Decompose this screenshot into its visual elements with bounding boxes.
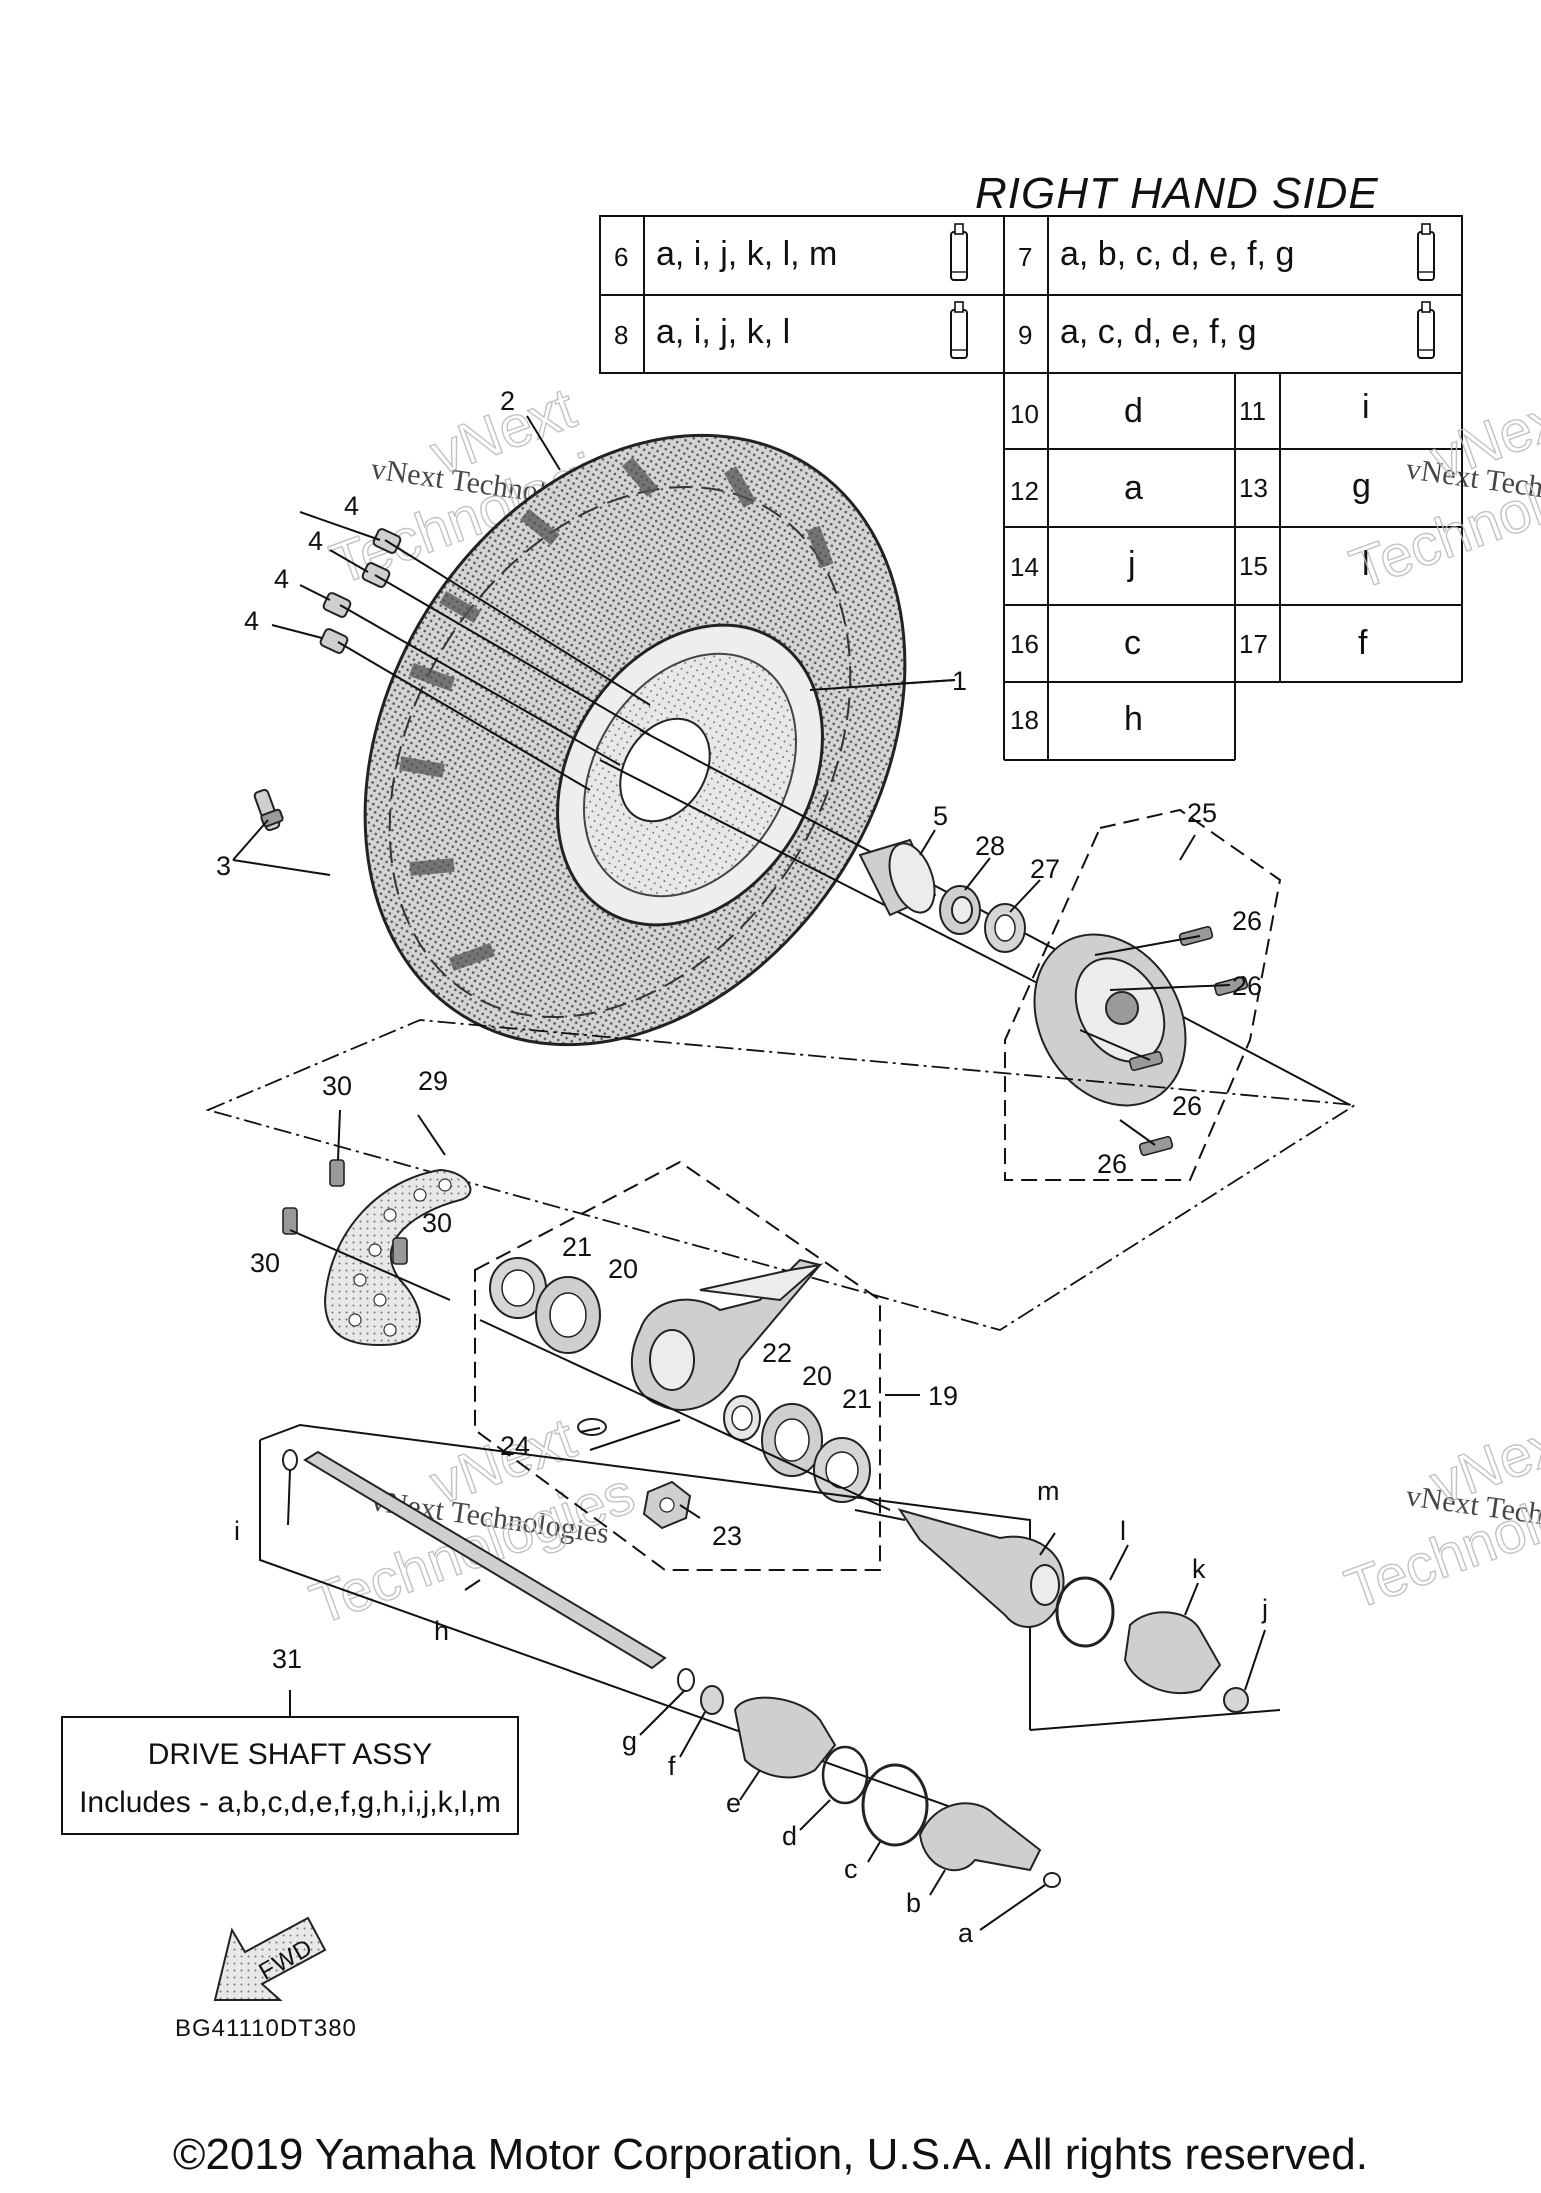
callout-2: 2 xyxy=(500,386,515,416)
table-cell-num: 7 xyxy=(1018,242,1032,272)
callout-23: 23 xyxy=(712,1521,742,1551)
label-g: g xyxy=(622,1726,637,1756)
tire-wheel-illustration xyxy=(363,433,907,1047)
grease-tube-icon xyxy=(950,301,968,359)
callout-1: 1 xyxy=(952,666,967,696)
brake-disc xyxy=(323,1168,472,1347)
table-cell-num: 6 xyxy=(614,242,628,272)
callout-30: 30 xyxy=(250,1248,280,1278)
table-cell-value: f xyxy=(1358,624,1368,662)
table-cell-value: j xyxy=(1127,545,1136,583)
drive-shaft-assembly xyxy=(259,1423,1281,1888)
callout-20: 20 xyxy=(802,1361,832,1391)
table-cell-num: 16 xyxy=(1010,629,1039,659)
label-b: b xyxy=(906,1888,921,1918)
label-d: d xyxy=(782,1821,797,1851)
grease-tube-icon xyxy=(1417,223,1435,281)
table-cell-num: 9 xyxy=(1018,320,1032,350)
table-cell-value: i xyxy=(1362,388,1370,426)
table-cell-value: l xyxy=(1362,545,1370,583)
table-cell-num: 17 xyxy=(1239,629,1268,659)
table-cell-value: g xyxy=(1352,467,1371,505)
brake-disc-bolt xyxy=(282,1159,408,1265)
table-cell-num: 15 xyxy=(1239,551,1268,581)
table-cell-num: 18 xyxy=(1010,705,1039,735)
label-h: h xyxy=(434,1616,449,1646)
table-cell-num: 12 xyxy=(1010,476,1039,506)
callout-26: 26 xyxy=(1172,1091,1202,1121)
callout-31: 31 xyxy=(272,1644,302,1674)
callout-3: 3 xyxy=(216,851,231,881)
label-f: f xyxy=(668,1751,676,1781)
hub-assembly xyxy=(1004,808,1282,1181)
bushing xyxy=(939,885,981,935)
grease-tube-icon xyxy=(1417,301,1435,359)
callout-20: 20 xyxy=(608,1254,638,1284)
diagram-code: BG41110DT380 xyxy=(175,2015,357,2042)
label-m: m xyxy=(1037,1476,1060,1506)
table-cell-value: a, i, j, k, l xyxy=(656,313,790,351)
table-cell-num: 11 xyxy=(1239,396,1266,426)
label-e: e xyxy=(726,1788,741,1818)
callout-4: 4 xyxy=(274,564,289,594)
callout-labels: 1 2 3 4 4 4 4 5 28 27 25 26 26 26 26 29 … xyxy=(216,386,1262,1674)
callout-30: 30 xyxy=(422,1208,452,1238)
table-cell-value: a, c, d, e, f, g xyxy=(1060,313,1257,351)
label-l: l xyxy=(1120,1516,1126,1546)
copyright-notice: ©2019 Yamaha Motor Corporation, U.S.A. A… xyxy=(173,2130,1368,2179)
table-title: RIGHT HAND SIDE xyxy=(975,169,1379,218)
callout-30: 30 xyxy=(322,1071,352,1101)
knuckle-assembly xyxy=(474,1160,891,1571)
letter-labels: m l k j i h g f e d c b a xyxy=(234,1476,1268,1948)
callout-27: 27 xyxy=(1030,854,1060,884)
lubrication-table: RIGHT HAND SIDE 6 a, i, j, k, l, m 7 a, … xyxy=(599,169,1463,761)
table-cell-value: d xyxy=(1124,392,1143,430)
table-cell-num: 8 xyxy=(614,320,628,350)
table-cell-value: a, b, c, d, e, f, g xyxy=(1060,235,1294,273)
label-i: i xyxy=(234,1516,240,1546)
table-cell-value: c xyxy=(1124,624,1141,662)
callout-21: 21 xyxy=(562,1232,592,1262)
table-cell-value: h xyxy=(1124,700,1143,738)
drive-shaft-title: DRIVE SHAFT ASSY xyxy=(148,1738,433,1771)
label-k: k xyxy=(1192,1554,1206,1584)
table-cell-num: 10 xyxy=(1010,399,1039,429)
forward-arrow-icon: FWD xyxy=(213,1916,327,2001)
drive-shaft-includes: Includes - a,b,c,d,e,f,g,h,i,j,k,l,m xyxy=(79,1786,501,1819)
callout-4: 4 xyxy=(308,526,323,556)
label-a: a xyxy=(958,1918,974,1948)
table-cell-value: a xyxy=(1124,469,1143,507)
washer xyxy=(984,903,1026,953)
callout-5: 5 xyxy=(933,801,948,831)
callout-19: 19 xyxy=(928,1381,958,1411)
table-cell-num: 14 xyxy=(1010,552,1039,582)
callout-24: 24 xyxy=(500,1431,530,1461)
callout-25: 25 xyxy=(1187,798,1217,828)
callout-26: 26 xyxy=(1232,971,1262,1001)
valve-stem xyxy=(253,788,284,832)
label-j: j xyxy=(1261,1594,1268,1624)
callout-22: 22 xyxy=(762,1338,792,1368)
callout-4: 4 xyxy=(244,606,259,636)
callout-26: 26 xyxy=(1232,906,1262,936)
callout-26: 26 xyxy=(1097,1149,1127,1179)
callout-21: 21 xyxy=(842,1384,872,1414)
drive-shaft-info-box: DRIVE SHAFT ASSY Includes - a,b,c,d,e,f,… xyxy=(61,1716,519,1835)
label-c: c xyxy=(844,1854,858,1884)
table-cell-num: 13 xyxy=(1239,473,1268,503)
wheel-spacer xyxy=(858,838,937,917)
callout-4: 4 xyxy=(344,491,359,521)
grease-tube-icon xyxy=(950,223,968,281)
callout-28: 28 xyxy=(975,831,1005,861)
table-cell-value: a, i, j, k, l, m xyxy=(656,235,837,273)
callout-29: 29 xyxy=(418,1066,448,1096)
